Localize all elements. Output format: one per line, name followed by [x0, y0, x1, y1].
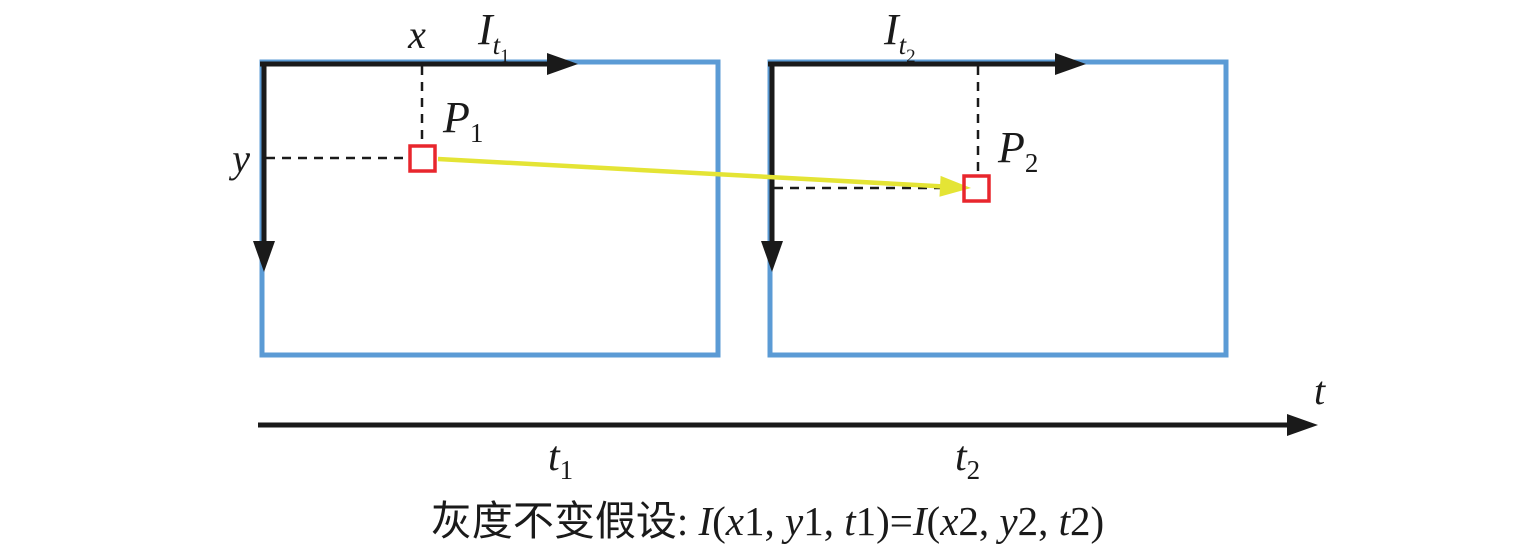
time-axis-arrowhead [1287, 414, 1318, 436]
time-tick-t2: t2 [955, 434, 980, 485]
p2-label-base: P [997, 123, 1025, 172]
frame-2-y-axis-arrowhead [761, 241, 783, 272]
frame-2-image-label: It2 [883, 5, 916, 67]
frame-2-image-label-sub: t [899, 30, 908, 60]
frame-2-x-axis [768, 53, 1086, 75]
frame-1-y-axis-arrowhead [253, 241, 275, 272]
p2-label: P2 [997, 123, 1038, 178]
time-axis [258, 414, 1318, 436]
frame-2-image-label-base: I [883, 5, 901, 54]
caption-formula: 灰度不变假设: I(x1, y1, t1)=I(x2, y2, t2) [430, 498, 1105, 544]
time-tick-t1-base: t [548, 434, 561, 480]
p1-marker [408, 144, 437, 173]
frame-1-border [259, 59, 721, 358]
p1-label: P1 [442, 93, 483, 148]
p2-marker [962, 174, 991, 203]
frame-1-y-axis [253, 62, 275, 272]
frame-2-y-axis [761, 62, 783, 272]
motion-arrow-arrowhead [939, 175, 971, 197]
time-tick-t1: t1 [548, 434, 573, 485]
p1-label-base: P [442, 93, 470, 142]
frame-1-y-axis-label: y [228, 136, 250, 181]
frame-2-x-axis-arrowhead [1055, 53, 1086, 75]
time-tick-t2-sub: 2 [967, 455, 981, 485]
p2-label-sub: 2 [1025, 148, 1039, 178]
frame-1-x-axis [260, 53, 578, 75]
p1-label-sub: 1 [470, 118, 484, 148]
time-axis-label: t [1314, 368, 1326, 413]
frame-2-image-label-subsub: 2 [906, 46, 916, 67]
time-tick-t2-base: t [955, 434, 968, 480]
frame-2-border [767, 59, 1229, 358]
frame-1-x-axis-arrowhead [547, 53, 578, 75]
frame-1-image-label-sub: t [493, 30, 502, 60]
frame-1-image-label: It1 [477, 5, 510, 67]
time-tick-t1-sub: 1 [560, 455, 574, 485]
motion-arrow-line [437, 156, 945, 189]
frame-1-x-axis-label: x [407, 12, 426, 57]
frame-1-image-label-subsub: 1 [500, 46, 510, 67]
frame-1-image-label-base: I [477, 5, 495, 54]
motion-arrow [437, 156, 971, 197]
